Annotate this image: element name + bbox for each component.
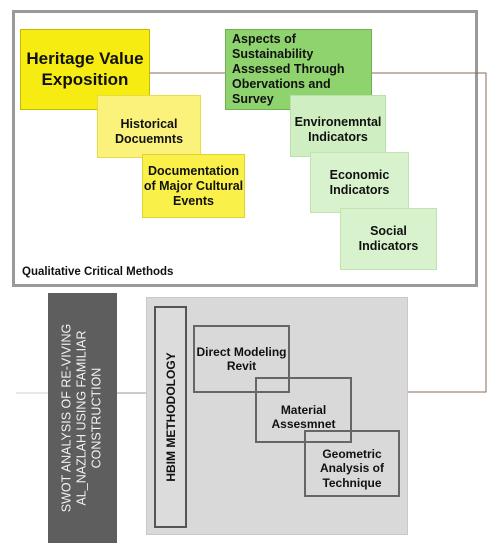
hbim-methodology-box <box>154 306 187 528</box>
direct-modeling-box: Direct Modeling Revit <box>193 325 290 393</box>
swot-analysis-label: SWOT ANALYSIS OF RE-VIVING AL_NAZLAH USI… <box>59 323 104 513</box>
aspects-to-hbim-connector <box>372 72 487 393</box>
qualitative-methods-label: Qualitative Critical Methods <box>22 266 174 278</box>
documentation-events-label: Documentation of Major Cultural Events <box>143 163 244 208</box>
documentation-events-box: Documentation of Major Cultural Events <box>142 154 245 218</box>
economic-indicators-box: Economic Indicators <box>310 152 409 213</box>
geometric-analysis-label: Geometric Analysis of Technique <box>319 446 385 490</box>
economic-indicators-label: Economic Indicators <box>329 167 390 197</box>
hbim-methodology-label: HBIM METHODOLOGY <box>164 352 178 482</box>
swot-analysis-box <box>48 293 117 543</box>
material-assessment-label: Material Assesmnet <box>271 402 336 431</box>
historical-documents-box: Historical Docuemnts <box>97 95 201 158</box>
heritage-value-label: Heritage Value Exposition <box>26 49 144 89</box>
environmental-indicators-box: Environemntal Indicators <box>290 95 386 157</box>
historical-documents-label: Historical Docuemnts <box>114 116 184 146</box>
geometric-analysis-box: Geometric Analysis of Technique <box>304 430 400 497</box>
sustainability-aspects-label: Aspects of Sustainability Assessed Throu… <box>232 32 345 106</box>
social-indicators-box: Social Indicators <box>340 208 437 270</box>
material-assessment-box: Material Assesmnet <box>255 377 352 443</box>
social-indicators-label: Social Indicators <box>358 224 419 253</box>
environmental-indicators-label: Environemntal Indicators <box>294 115 382 144</box>
direct-modeling-label: Direct Modeling Revit <box>196 344 287 373</box>
